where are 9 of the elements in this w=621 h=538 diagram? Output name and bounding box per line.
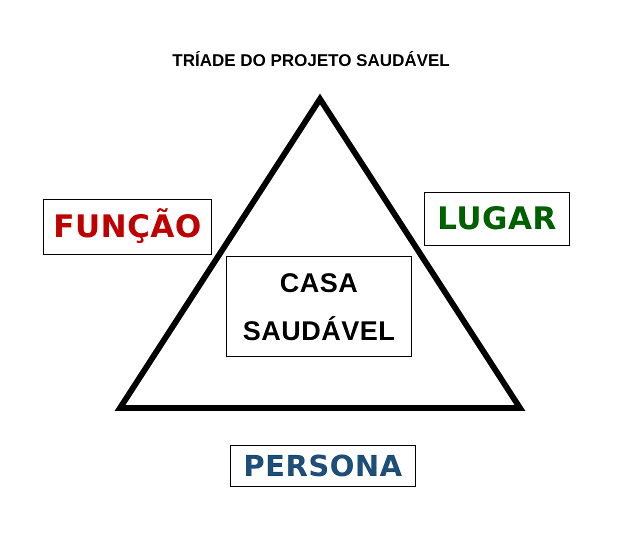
concept-frame <box>230 445 416 487</box>
concept-frame <box>43 199 212 255</box>
concept-label: CASA SAUDÁVEL <box>242 266 396 348</box>
concept-label: LUGAR <box>437 200 557 238</box>
concept-frame <box>226 256 412 357</box>
concept-label: FUNÇÃO <box>53 208 202 246</box>
concept-label: PERSONA <box>243 448 403 484</box>
diagram-title: TRÍADE DO PROJETO SAUDÁVEL <box>172 50 450 72</box>
concept-frame <box>424 192 570 246</box>
